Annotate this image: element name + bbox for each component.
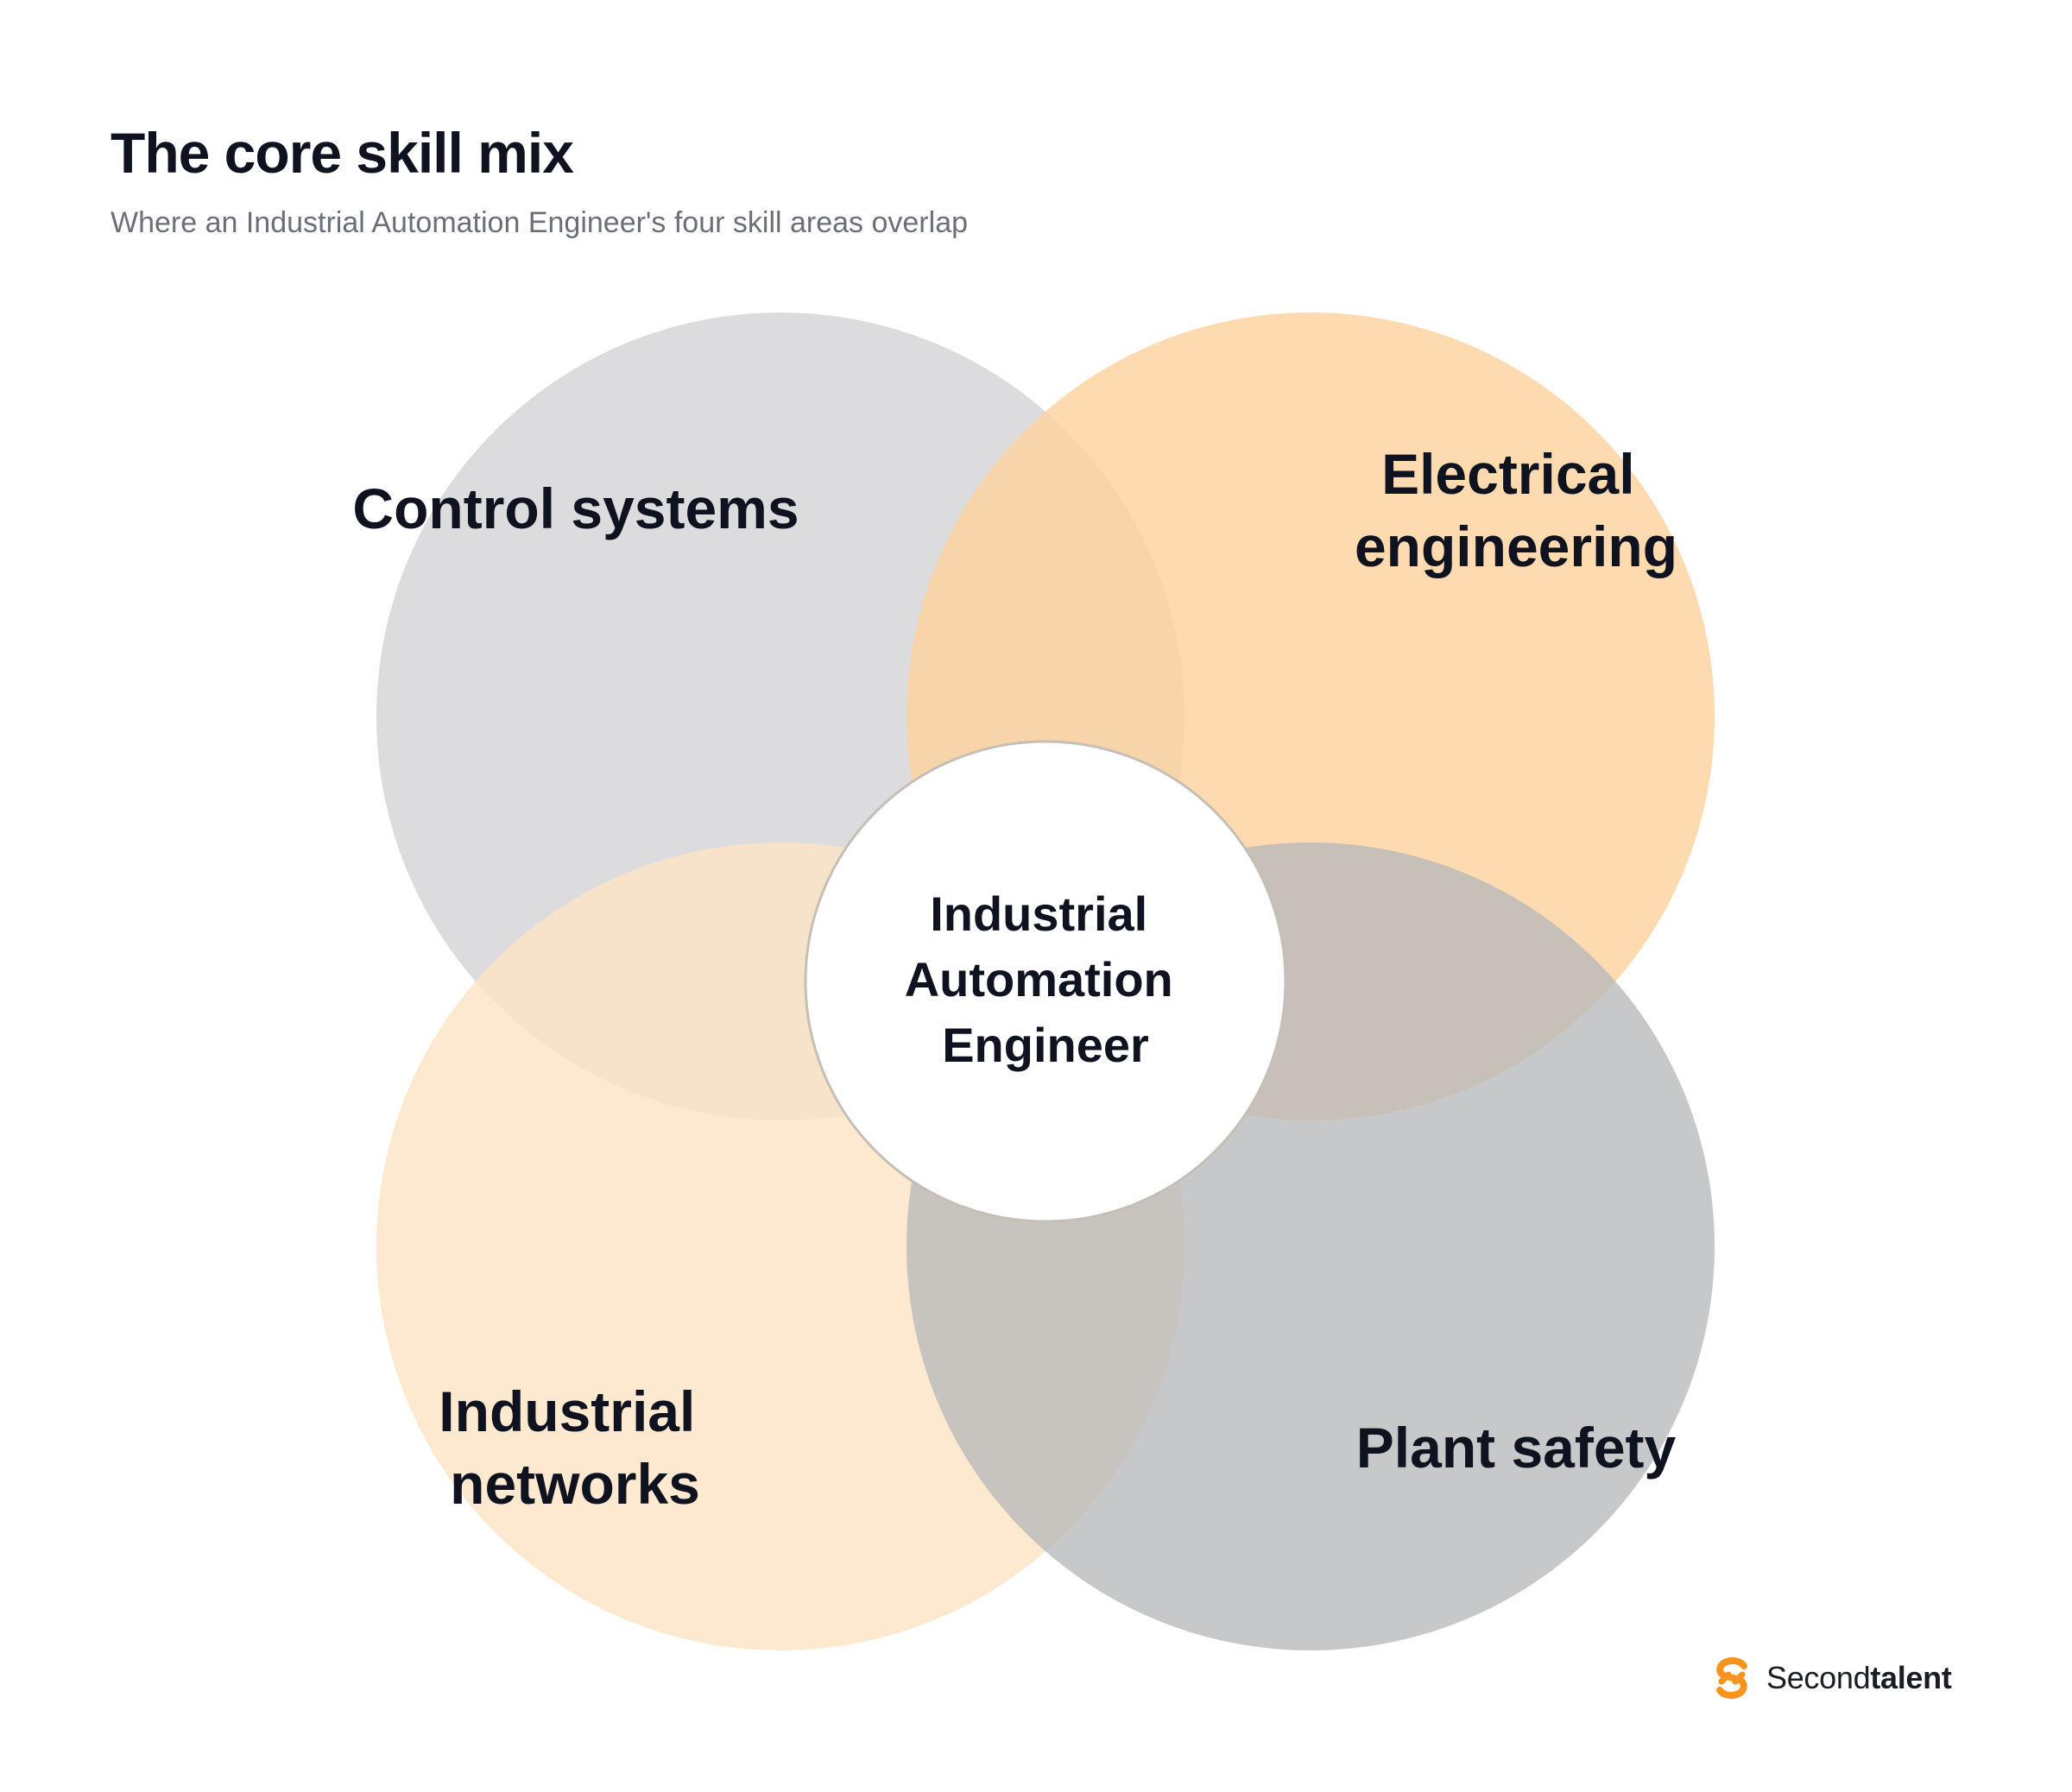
label-control-systems: Control systems bbox=[352, 476, 799, 540]
label-plant-safety-line-1: Plant safety bbox=[1356, 1416, 1677, 1480]
center-label-line-1: Industrial bbox=[930, 887, 1147, 941]
brand-name-bold: talent bbox=[1870, 1660, 1952, 1695]
brand-name: Secondtalent bbox=[1766, 1660, 1952, 1696]
label-industrial-networks-line-2: networks bbox=[450, 1452, 700, 1516]
second-talent-logo-icon bbox=[1716, 1656, 1747, 1700]
label-control-systems-line-1: Control systems bbox=[352, 476, 799, 540]
center-circle bbox=[804, 740, 1287, 1223]
label-electrical-engineering: Electrical engineering bbox=[1355, 442, 1677, 578]
brand-name-light: Second bbox=[1766, 1660, 1871, 1695]
header: The core skill mix Where an Industrial A… bbox=[111, 121, 968, 241]
label-industrial-networks-line-1: Industrial bbox=[439, 1379, 695, 1443]
page-title: The core skill mix bbox=[111, 121, 574, 185]
brand-logo: Secondtalent bbox=[1709, 1652, 1952, 1704]
page-subtitle: Where an Industrial Automation Engineer'… bbox=[111, 205, 969, 239]
center-label: Industrial Automation Engineer bbox=[905, 887, 1187, 1072]
label-industrial-networks: Industrial networks bbox=[439, 1379, 711, 1516]
center-label-line-3: Engineer bbox=[942, 1018, 1149, 1072]
label-electrical-engineering-line-1: Electrical bbox=[1381, 442, 1635, 506]
center-label-line-2: Automation bbox=[905, 952, 1173, 1006]
label-plant-safety: Plant safety bbox=[1356, 1416, 1677, 1480]
label-electrical-engineering-line-2: engineering bbox=[1355, 514, 1677, 578]
